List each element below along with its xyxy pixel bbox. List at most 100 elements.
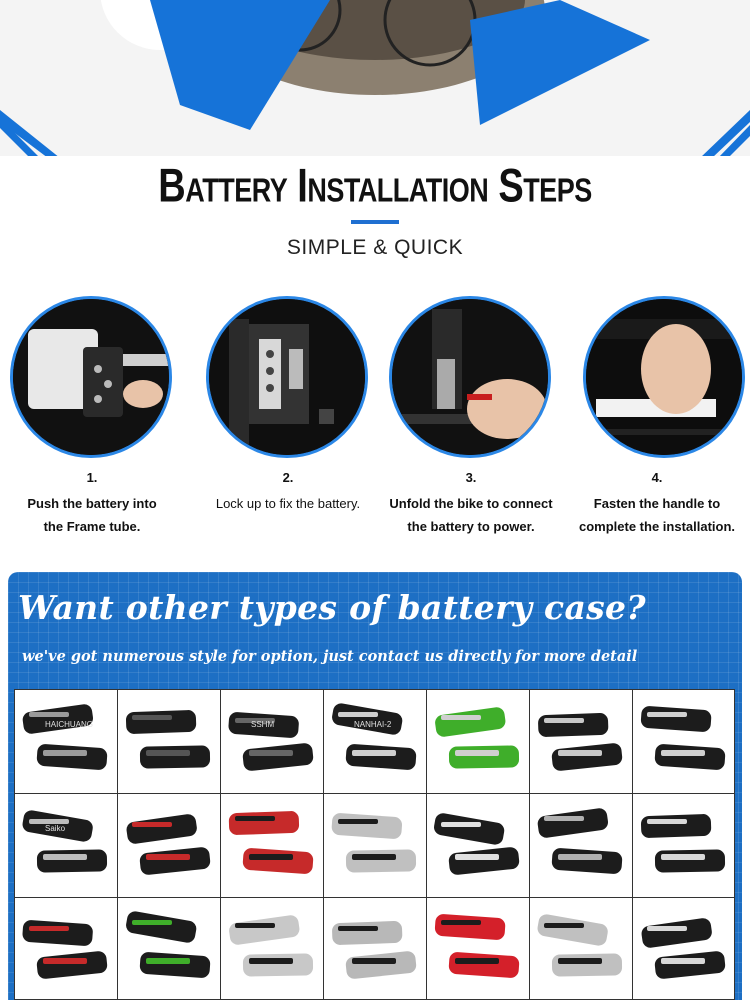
product-cell[interactable] <box>633 690 734 794</box>
battery-case-shape <box>242 953 314 977</box>
step-description: Push the battery into the Frame tube. <box>2 492 182 538</box>
battery-case-shape <box>332 921 403 945</box>
battery-case-shape <box>338 819 378 824</box>
battery-case-image <box>125 710 211 769</box>
product-cell[interactable] <box>530 898 633 999</box>
battery-case-shape <box>242 848 314 874</box>
promo-title: Want other types of battery case? <box>18 588 646 627</box>
step-3-image <box>389 296 551 458</box>
product-cell[interactable]: Saiko <box>15 794 118 898</box>
battery-case-shape <box>448 745 520 769</box>
battery-case-shape <box>455 854 499 860</box>
battery-case-shape <box>640 814 712 838</box>
battery-case-shape <box>132 822 172 827</box>
battery-case-shape <box>558 750 602 756</box>
battery-case-shape <box>29 819 69 824</box>
battery-case-shape <box>43 854 87 860</box>
battery-case-shape <box>125 710 197 734</box>
battery-case-shape <box>43 750 87 756</box>
battery-case-shape <box>139 847 211 875</box>
battery-case-shape <box>29 712 69 717</box>
product-cell[interactable] <box>633 794 734 898</box>
battery-case-shape <box>551 743 623 771</box>
product-cell[interactable] <box>324 794 427 898</box>
promo-subtitle: we've got numerous style for option, jus… <box>22 648 638 665</box>
battery-case-shape <box>22 920 93 946</box>
product-cell[interactable] <box>118 690 221 794</box>
product-label: SSHM <box>251 720 274 729</box>
battery-case-shape <box>36 744 108 770</box>
product-cell[interactable] <box>427 898 530 999</box>
battery-case-shape <box>345 951 417 979</box>
battery-case-image <box>640 706 726 770</box>
battery-case-shape <box>661 854 705 860</box>
battery-case-image <box>126 911 211 978</box>
step-number: 4. <box>651 470 663 485</box>
title-underline <box>351 220 399 224</box>
battery-case-shape <box>235 816 275 821</box>
section-title: Battery Installation Steps <box>158 160 592 213</box>
step-description: Unfold the bike to connect the battery t… <box>381 492 561 538</box>
battery-case-shape <box>249 750 293 756</box>
battery-case-image <box>538 713 623 771</box>
product-cell[interactable]: SSHM <box>221 690 324 794</box>
product-cell[interactable] <box>15 898 118 999</box>
battery-case-shape <box>331 813 403 839</box>
product-cell[interactable] <box>221 898 324 999</box>
product-cell[interactable] <box>633 898 734 999</box>
step-description-line: Fasten the handle to <box>593 496 721 511</box>
product-cell[interactable] <box>221 794 324 898</box>
step-1-image <box>10 296 172 458</box>
step-number: 1. <box>86 470 98 485</box>
battery-case-shape <box>661 958 705 964</box>
battery-case-shape <box>36 849 108 873</box>
step-description-line: Push the battery into <box>27 496 157 511</box>
battery-case-image <box>229 915 314 977</box>
battery-case-shape <box>228 811 300 835</box>
step-2-image <box>206 296 368 458</box>
product-cell[interactable] <box>324 898 427 999</box>
battery-case-shape <box>126 911 197 943</box>
battery-case-shape <box>345 849 417 873</box>
product-cell[interactable] <box>530 794 633 898</box>
battery-case-image: SSHM <box>228 712 314 771</box>
product-cell[interactable] <box>118 898 221 999</box>
product-cell[interactable] <box>118 794 221 898</box>
product-cell[interactable] <box>427 690 530 794</box>
step-number: 2. <box>282 470 294 485</box>
battery-case-shape <box>544 718 584 723</box>
battery-case-shape <box>448 847 520 875</box>
battery-case-image <box>126 814 211 875</box>
battery-case-shape <box>22 704 94 734</box>
product-cell[interactable]: HAICHUANG <box>15 690 118 794</box>
battery-case-shape <box>338 926 378 931</box>
battery-case-shape <box>352 750 396 756</box>
battery-case-shape <box>36 951 108 979</box>
battery-case-shape <box>434 914 506 940</box>
battery-case-shape <box>647 926 687 931</box>
product-cell[interactable] <box>530 690 633 794</box>
product-cell[interactable] <box>427 794 530 898</box>
battery-case-image <box>331 813 417 873</box>
product-label: HAICHUANG <box>45 720 93 729</box>
product-cell[interactable]: NANHAI-2 <box>324 690 427 794</box>
battery-case-image <box>434 813 520 875</box>
battery-case-shape <box>235 923 275 928</box>
battery-case-shape <box>242 743 314 771</box>
battery-case-shape <box>345 744 417 770</box>
product-label: NANHAI-2 <box>354 720 392 729</box>
battery-case-shape <box>455 750 499 756</box>
battery-case-shape <box>249 958 293 964</box>
battery-case-shape <box>544 923 584 928</box>
battery-case-shape <box>544 816 584 821</box>
battery-case-image <box>332 921 417 979</box>
step-description: Lock up to fix the battery. <box>198 492 378 515</box>
battery-case-shape <box>441 822 481 827</box>
battery-case-shape <box>441 715 481 720</box>
battery-case-shape <box>352 854 396 860</box>
battery-case-shape <box>29 926 69 931</box>
battery-case-image: NANHAI-2 <box>332 703 417 770</box>
battery-case-shape <box>146 854 190 860</box>
battery-case-shape <box>537 914 608 946</box>
step-description-line: Lock up to fix the battery. <box>215 496 361 511</box>
